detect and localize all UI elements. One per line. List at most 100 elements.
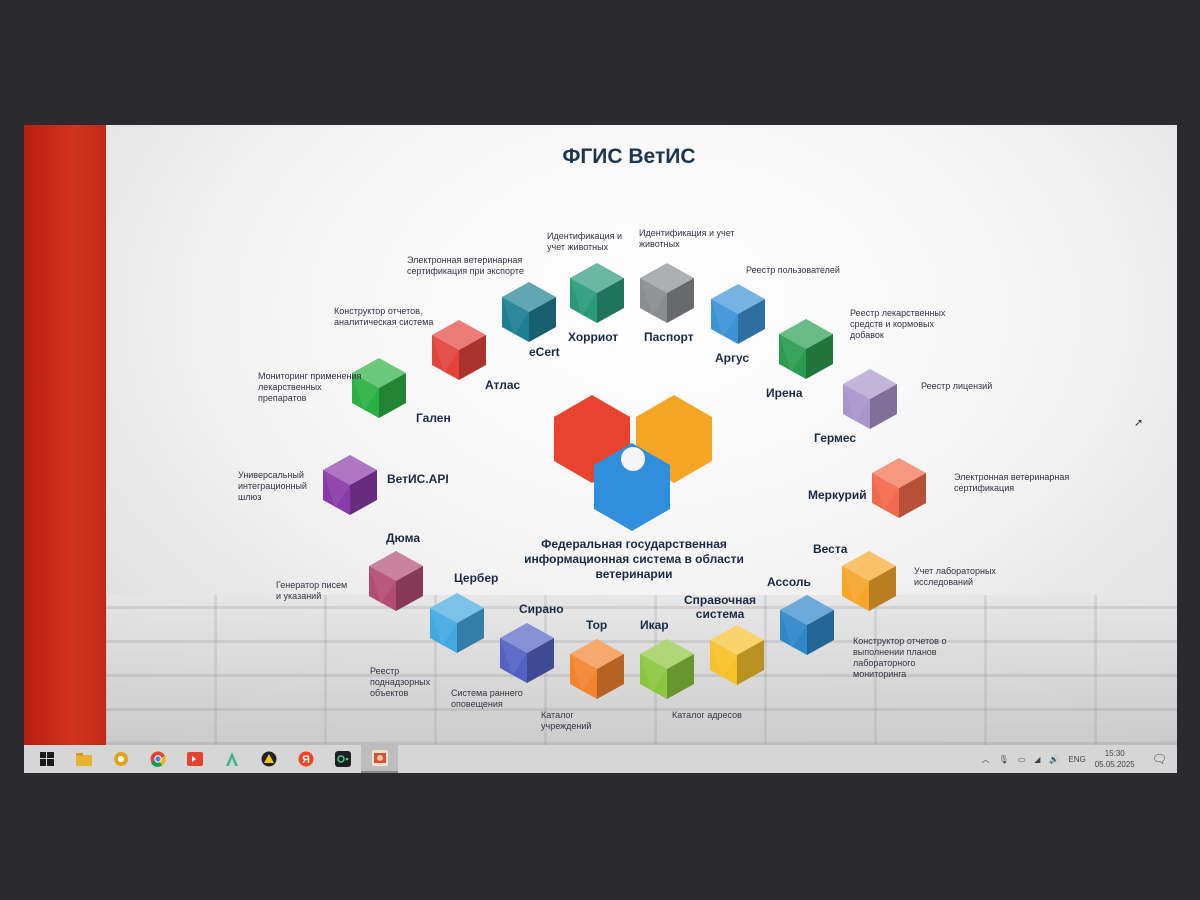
cube-icon	[842, 551, 896, 611]
clock[interactable]: 15:30 05.05.2025	[1095, 748, 1135, 770]
show-hidden-icons-chevron-icon[interactable]: ︿	[981, 754, 990, 764]
battery-icon[interactable]: ▭	[1017, 754, 1026, 764]
desc-assol: Конструктор отчетов о выполнении планов …	[853, 636, 947, 679]
cube-argus	[709, 282, 767, 346]
desc-irena: Реестр лекарственных средств и кормовых …	[850, 308, 946, 340]
label-tor: Тор	[586, 618, 608, 632]
volume-icon[interactable]: 🔊	[1049, 754, 1060, 764]
cube-vesta	[840, 549, 898, 613]
app-6-button[interactable]	[213, 745, 250, 773]
app-7-button[interactable]	[250, 745, 287, 773]
label-ikar: Икар	[640, 618, 669, 632]
cube-vetis-api	[321, 453, 379, 517]
label-assol: Ассоль	[767, 575, 811, 589]
clock-time: 15:30	[1104, 749, 1125, 758]
powerpoint-icon	[371, 750, 388, 766]
cube-galen	[350, 356, 408, 420]
cube-irena	[777, 317, 835, 381]
desc-pasport: Идентификация и учет животных	[639, 228, 735, 249]
label-sirano: Сирано	[519, 602, 564, 616]
label-merkuriy: Меркурий	[808, 488, 867, 502]
desc-horriot: Идентификация и учет животных	[547, 231, 623, 252]
notifications-icon[interactable]: 🗨	[1151, 752, 1167, 766]
desc-cerber: Реестр поднадзорных объектов	[370, 666, 431, 698]
label-pasport: Паспорт	[644, 330, 694, 344]
desc-argus: Реестр пользователей	[746, 265, 840, 275]
vetis-logo	[554, 395, 712, 531]
label-horriot: Хорриот	[568, 330, 619, 344]
cube-duma	[367, 549, 425, 613]
svg-text:Я: Я	[302, 754, 310, 766]
yandex-browser-button[interactable]: Я	[287, 745, 324, 773]
desc-vesta: Учет лабораторных исследований	[914, 566, 996, 587]
cube-icon	[843, 369, 897, 429]
windows-taskbar: Я ︿ 🎙 ▭ ◢ 🔊 ENG 15:30 05.05.2025 🗨	[24, 745, 1177, 773]
label-ecert: eCert	[529, 345, 560, 359]
app-icon	[113, 752, 128, 766]
cube-icon	[570, 639, 624, 699]
cube-icon	[352, 358, 406, 418]
app-3-button[interactable]	[102, 745, 139, 773]
cube-horriot	[568, 261, 626, 325]
cube-icon	[780, 595, 834, 655]
label-argus: Аргус	[715, 351, 750, 365]
label-vetis-api: ВетИС.API	[387, 472, 449, 486]
chrome-icon	[150, 751, 166, 767]
cube-assol	[778, 593, 836, 657]
cube-icon	[369, 551, 423, 611]
label-vesta: Веста	[813, 542, 848, 556]
center-caption: Федеральная государственная информационн…	[524, 537, 744, 581]
language-indicator[interactable]: ENG	[1068, 754, 1086, 764]
file-explorer-button[interactable]	[65, 745, 102, 773]
desc-duma: Генератор писем и указаний	[276, 580, 348, 601]
label-galen: Гален	[416, 411, 451, 425]
app-icon	[261, 751, 276, 767]
label-germes: Гермес	[814, 431, 857, 445]
label-spravochnaya: Справочная система	[684, 593, 757, 621]
start-button[interactable]	[28, 745, 65, 773]
app-icon	[334, 751, 351, 767]
microphone-icon[interactable]: 🎙	[998, 754, 1009, 764]
cube-icon	[640, 639, 694, 699]
app-icon	[186, 752, 203, 766]
cube-cerber	[428, 591, 486, 655]
clock-date: 05.05.2025	[1094, 760, 1135, 769]
cube-icon	[872, 458, 926, 518]
cube-icon	[430, 593, 484, 653]
slide-title: ФГИС ВетИС	[562, 145, 696, 168]
label-irena: Ирена	[766, 386, 803, 400]
cube-icon	[570, 263, 624, 323]
desc-sirano: Система раннего оповещения	[451, 688, 523, 709]
cube-pasport	[638, 261, 696, 325]
app-9-button[interactable]	[324, 745, 361, 773]
chrome-button[interactable]	[139, 745, 176, 773]
windows-logo-icon	[39, 752, 54, 766]
label-atlas: Атлас	[485, 378, 521, 392]
presentation-slide: ФГИС ВетИС Федеральная государственная и…	[24, 125, 1177, 745]
cube-icon	[779, 319, 833, 379]
desc-ecert: Электронная ветеринарная сертификация пр…	[407, 255, 524, 276]
cube-tor	[568, 637, 626, 701]
label-cerber: Цербер	[454, 571, 499, 585]
mouse-cursor-icon: ➚	[1134, 417, 1144, 429]
desc-merkuriy: Электронная ветеринарная сертификация	[954, 472, 1070, 493]
cube-ikar	[638, 637, 696, 701]
yandex-icon: Я	[298, 751, 313, 767]
system-tray: ︿ 🎙 ▭ ◢ 🔊 ENG 15:30 05.05.2025 🗨	[982, 745, 1167, 773]
desc-germes: Реестр лицензий	[921, 381, 993, 391]
desc-galen: Мониторинг применения лекарственных преп…	[258, 371, 362, 403]
folder-icon	[75, 752, 92, 766]
app-5-button[interactable]	[176, 745, 213, 773]
desc-tor: Каталог учреждений	[541, 710, 592, 731]
network-icon[interactable]: ◢	[1034, 754, 1041, 764]
cube-icon	[502, 282, 556, 342]
desc-vetis-api: Универсальный интеграционный шлюз	[238, 470, 307, 502]
cube-icon	[323, 455, 377, 515]
powerpoint-button[interactable]	[361, 745, 398, 773]
cube-sirano	[498, 621, 556, 685]
cube-icon	[500, 623, 554, 683]
desc-atlas: Конструктор отчетов, аналитическая систе…	[334, 306, 434, 327]
cube-merkuriy	[870, 456, 928, 520]
desc-spravochnaya: Каталог адресов	[672, 710, 742, 720]
cube-ecert	[500, 280, 558, 344]
